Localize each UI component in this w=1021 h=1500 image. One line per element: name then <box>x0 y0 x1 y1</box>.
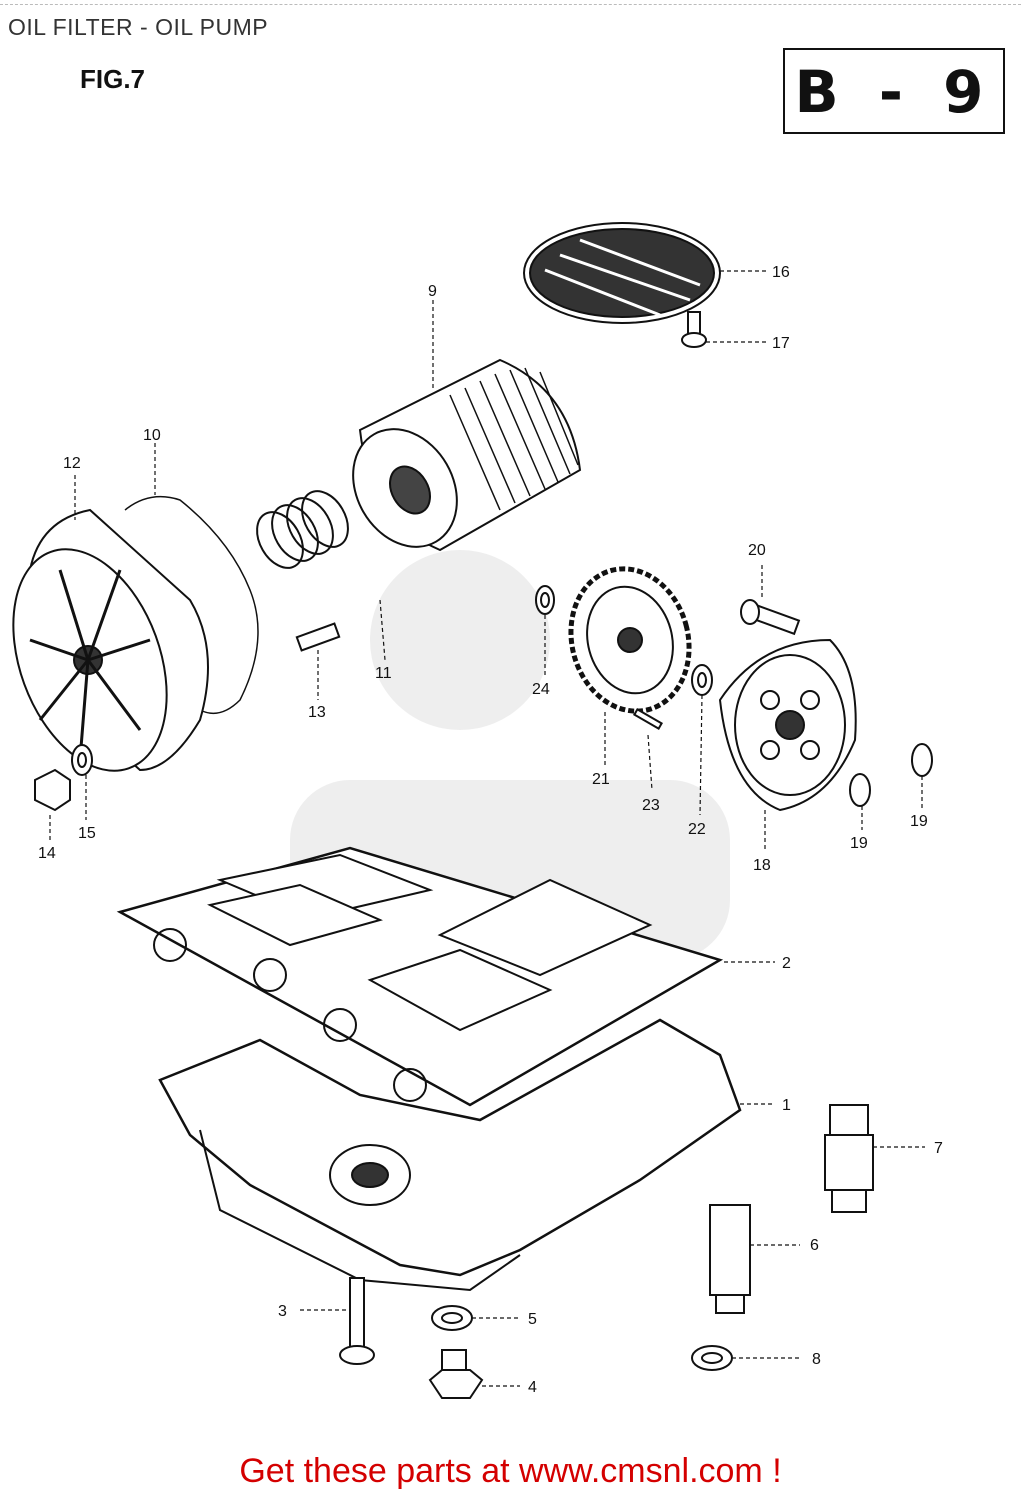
callout-labels: 1 2 3 4 5 6 7 8 9 10 11 12 13 14 15 16 1… <box>38 264 943 1396</box>
gear-pin <box>633 708 663 730</box>
top-dashed-rule <box>0 4 1021 5</box>
oil-pan-gasket <box>116 846 724 1107</box>
oil-filter-cap <box>12 508 209 772</box>
callout-24: 24 <box>532 681 550 698</box>
oil-cooler-cover-plate <box>523 222 721 324</box>
callout-9: 9 <box>428 283 437 300</box>
oil-pressure-switch-union <box>709 1204 751 1314</box>
callout-17: 17 <box>772 335 790 352</box>
union-gasket <box>691 1345 733 1371</box>
footer-shop-link[interactable]: Get these parts at www.cmsnl.com ! <box>239 1452 782 1490</box>
oil-filter-element <box>352 358 582 552</box>
pump-gear-washer <box>535 585 555 615</box>
locating-pin <box>295 622 341 652</box>
pump-washer <box>691 664 713 696</box>
oil-drain-plug <box>428 1349 484 1399</box>
callout-7: 7 <box>934 1140 943 1157</box>
oil-pan <box>158 1018 742 1292</box>
callout-19b: 19 <box>910 813 928 830</box>
section-code: B - 9 <box>794 58 994 126</box>
callout-22: 22 <box>688 821 706 838</box>
figure-label: FIG.7 <box>80 64 146 94</box>
callout-18: 18 <box>753 857 771 874</box>
oil-pressure-switch <box>824 1104 874 1213</box>
filter-cap-nut <box>34 768 71 812</box>
oil-pump-driven-gear <box>568 566 692 714</box>
pump-mounting-bolt <box>740 599 801 636</box>
callout-5: 5 <box>528 1311 537 1328</box>
callout-3: 3 <box>278 1303 287 1320</box>
drain-plug-gasket <box>431 1305 473 1331</box>
callout-16: 16 <box>772 264 790 281</box>
callout-1: 1 <box>782 1097 791 1114</box>
page-title: OIL FILTER - OIL PUMP <box>8 14 269 40</box>
cover-screw <box>681 311 707 348</box>
callout-13: 13 <box>308 704 326 721</box>
callout-2: 2 <box>782 955 791 972</box>
callout-4: 4 <box>528 1379 537 1396</box>
pump-o-ring-upper <box>911 743 933 777</box>
callout-11: 11 <box>375 665 392 682</box>
filter-cap-o-ring <box>124 495 259 715</box>
callout-10: 10 <box>143 427 161 444</box>
filter-cap-washer <box>71 744 93 776</box>
callout-6: 6 <box>810 1237 819 1254</box>
section-code-box: B - 9 <box>783 48 1005 134</box>
oil-filter-spring <box>256 490 349 569</box>
leader-lines <box>49 270 925 1387</box>
callout-23: 23 <box>642 797 660 814</box>
callout-20: 20 <box>748 542 766 559</box>
callout-15: 15 <box>78 825 96 842</box>
callout-19a: 19 <box>850 835 868 852</box>
oil-pan-bolt <box>339 1277 375 1365</box>
oil-pump-assembly <box>718 638 857 812</box>
callout-14: 14 <box>38 845 56 862</box>
callout-21: 21 <box>592 771 610 788</box>
pump-o-ring-lower <box>849 773 871 807</box>
callout-12: 12 <box>63 455 81 472</box>
callout-8: 8 <box>812 1351 821 1368</box>
